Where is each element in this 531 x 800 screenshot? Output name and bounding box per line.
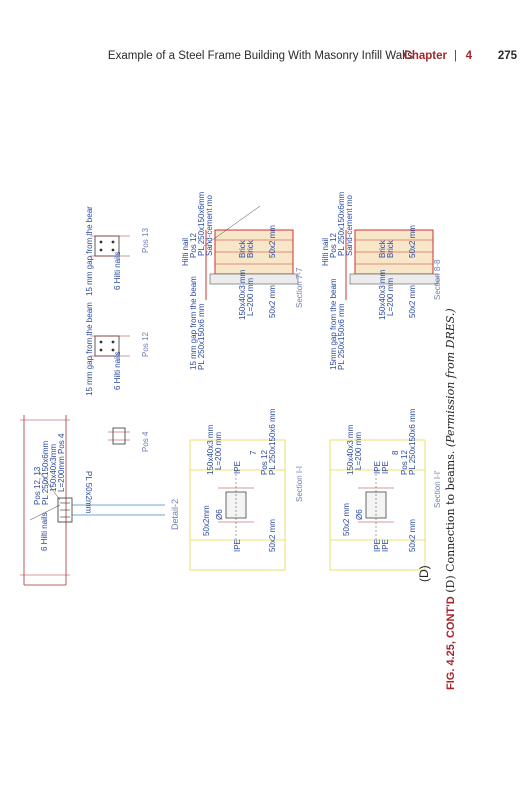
s-88-d7: Pos 12	[329, 233, 338, 258]
s-ii-d2: Ø6	[215, 509, 224, 520]
s-ii-d6: L=200 mm	[214, 432, 223, 470]
s-77-d8: PL 250x150x6mm	[197, 191, 206, 256]
gap-label-1: 15 mm gap from the beam	[85, 302, 94, 396]
detail-pos-line-2: PL 250x150x6mm	[41, 440, 50, 505]
s-77-d12: 50x2 mm	[268, 225, 277, 258]
s-ii-d9: 50x2 mm	[268, 519, 277, 552]
s-i1-d6: L=200 mm	[354, 432, 363, 470]
s-77-d1: 15 mm gap from the beam	[189, 276, 198, 370]
s-77-d3: 150x40x3 mm	[238, 269, 247, 320]
s-i1-title: Section I-I'	[433, 470, 442, 508]
s-88-d12: 50x2 mm	[408, 225, 417, 258]
s-88-d11: Brick	[386, 239, 395, 258]
s-ii-d1: 50x2mm	[202, 505, 211, 536]
s-ii-d8: PL 250x150x6 mm	[268, 408, 277, 475]
page-number: 275	[497, 50, 517, 62]
panel-letter: (D)	[417, 565, 431, 582]
detail-hilti-label: 6 Hilti nails	[40, 512, 49, 551]
s-88-d4: L=200 mm	[386, 278, 395, 316]
hilti-label-b: 6 Hilti nails	[113, 251, 122, 290]
caption-label: FIG. 4.25, CONT'D	[445, 596, 457, 690]
s-88-d8: PL 250x150x6mm	[337, 191, 346, 256]
s-88-d9: Sand-cement mo	[345, 195, 354, 256]
s-i1-d7: Pos 12	[400, 450, 409, 475]
s-77-d5: 50x2 mm	[268, 285, 277, 318]
chapter-number: 4	[465, 50, 472, 62]
s-88-d6: Hilti nail	[321, 238, 330, 266]
s-i1-d10: IPE	[373, 461, 382, 474]
s-77-d2: PL 250x150x6 mm	[197, 303, 206, 370]
s-i1-d9: 50x2 mm	[408, 519, 417, 552]
s-88-d5: 50x2 mm	[408, 285, 417, 318]
s-i1-d11: IPE	[381, 461, 390, 474]
figure-caption: FIG. 4.25, CONT'D (D) Connection to beam…	[444, 308, 457, 690]
s-ii-d3: IPE	[233, 539, 242, 552]
s-77-d6: Hilti nail	[181, 238, 190, 266]
s-88-d2: PL 250x150x6 mm	[337, 303, 346, 370]
s-ii-d5: 150x40x3 mm	[206, 424, 215, 475]
gap-label-2: 15 mm gap from the bear	[85, 206, 94, 296]
top-detail: 6 Hilti nails Pos 12, 13 PL 250x150x6mm …	[20, 206, 180, 586]
s-77-d10: Brick	[238, 239, 247, 258]
s-i1-d4: IPE	[381, 539, 390, 552]
s-77-d4: L=200 mm	[246, 278, 255, 316]
s-77-d7: Pos 12	[189, 233, 198, 258]
s-88-d10: Brick	[378, 239, 387, 258]
caption-permission: (Permission from DRES.)	[444, 308, 457, 448]
detail-pos-line-4: L=200mm Pos 4	[57, 433, 66, 492]
s-i1-d2: Ø6	[355, 509, 364, 520]
section-7-7: 15 mm gap from the beam PL 250x150x6 mm …	[181, 191, 304, 370]
s-88-d3: 150x40x3 mm	[378, 269, 387, 320]
detail-title: Detail-2	[170, 499, 180, 530]
section-8-8: 15mm gap from the beam PL 250x150x6 mm 1…	[321, 191, 442, 370]
chapter-separator: |	[454, 50, 457, 62]
s-88-title: Section 8-8	[433, 259, 442, 300]
running-head: Example of a Steel Frame Building With M…	[0, 50, 531, 70]
section-i-i: 50x2mm Ø6 IPE IPE 150x40x3 mm L=200 mm 7…	[189, 408, 304, 571]
running-head-title: Example of a Steel Frame Building With M…	[107, 50, 413, 62]
s-77-d9: Sand-cement mo	[205, 195, 214, 256]
detail-pl-label: PL 50x2mm	[84, 471, 93, 514]
s-i1-d1: 50x2 mm	[342, 503, 351, 536]
pos12-label: Pos 12	[141, 332, 150, 357]
pos4-label: Pos 4	[141, 431, 150, 452]
s-ii-d4: IPE	[233, 461, 242, 474]
chapter-label: Chapter	[403, 50, 447, 62]
hilti-label-a: 6 Hilti nails	[113, 351, 122, 390]
detail-pos-line-1: Pos 12, 13	[33, 466, 42, 505]
s-i1-d3: IPE	[373, 539, 382, 552]
s-ii-title: Section I-I	[295, 466, 304, 502]
s-i1-d8: PL 250x150x6 mm	[408, 408, 417, 475]
caption-text: (D) Connection to beams.	[444, 450, 457, 593]
s-ii-d7: Pos 12	[260, 450, 269, 475]
s-i1-d12: 8	[391, 450, 400, 455]
s-88-d1: 15mm gap from the beam	[329, 278, 338, 370]
section-i-i-prime: 50x2 mm Ø6 IPE IPE IPE IPE 150x40x3 mm L…	[329, 408, 442, 571]
s-i1-d5: 150x40x3 mm	[346, 424, 355, 475]
s-77-title: Section 7-7	[295, 267, 304, 308]
s-ii-d10: 7	[249, 450, 258, 455]
s-77-d11: Brick	[246, 239, 255, 258]
pos13-label: Pos 13	[141, 228, 150, 253]
detail-pos-line-3: 150x40x3mm	[49, 444, 58, 492]
